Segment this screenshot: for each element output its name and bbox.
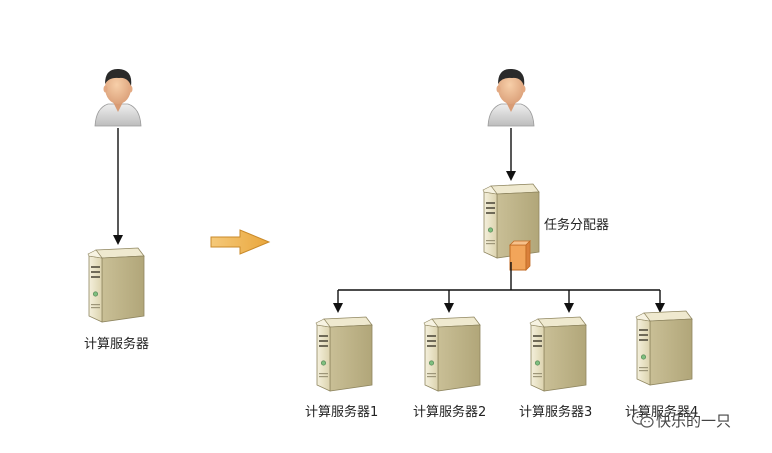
server-icon-1 [315, 316, 373, 392]
server-icon-4 [635, 310, 693, 386]
user-icon-right [487, 68, 535, 127]
server-icon-3 [529, 316, 587, 392]
server-label-4: 计算服务器4 [625, 405, 699, 420]
load-balancer-badge-icon [509, 240, 531, 271]
user-icon-left [94, 68, 142, 127]
dispatcher-label: 任务分配器 [544, 218, 610, 233]
transition-arrow-icon [210, 229, 271, 255]
server-label-1: 计算服务器1 [305, 405, 379, 420]
server-label-3: 计算服务器3 [519, 405, 593, 420]
server-label-left: 计算服务器 [84, 337, 150, 352]
server-icon-left [87, 247, 145, 323]
distribution-lines [333, 262, 665, 313]
server-icon-2 [423, 316, 481, 392]
server-label-2: 计算服务器2 [413, 405, 487, 420]
watermark-text: 快乐的一只 [656, 412, 732, 430]
wechat-icon [632, 411, 654, 428]
